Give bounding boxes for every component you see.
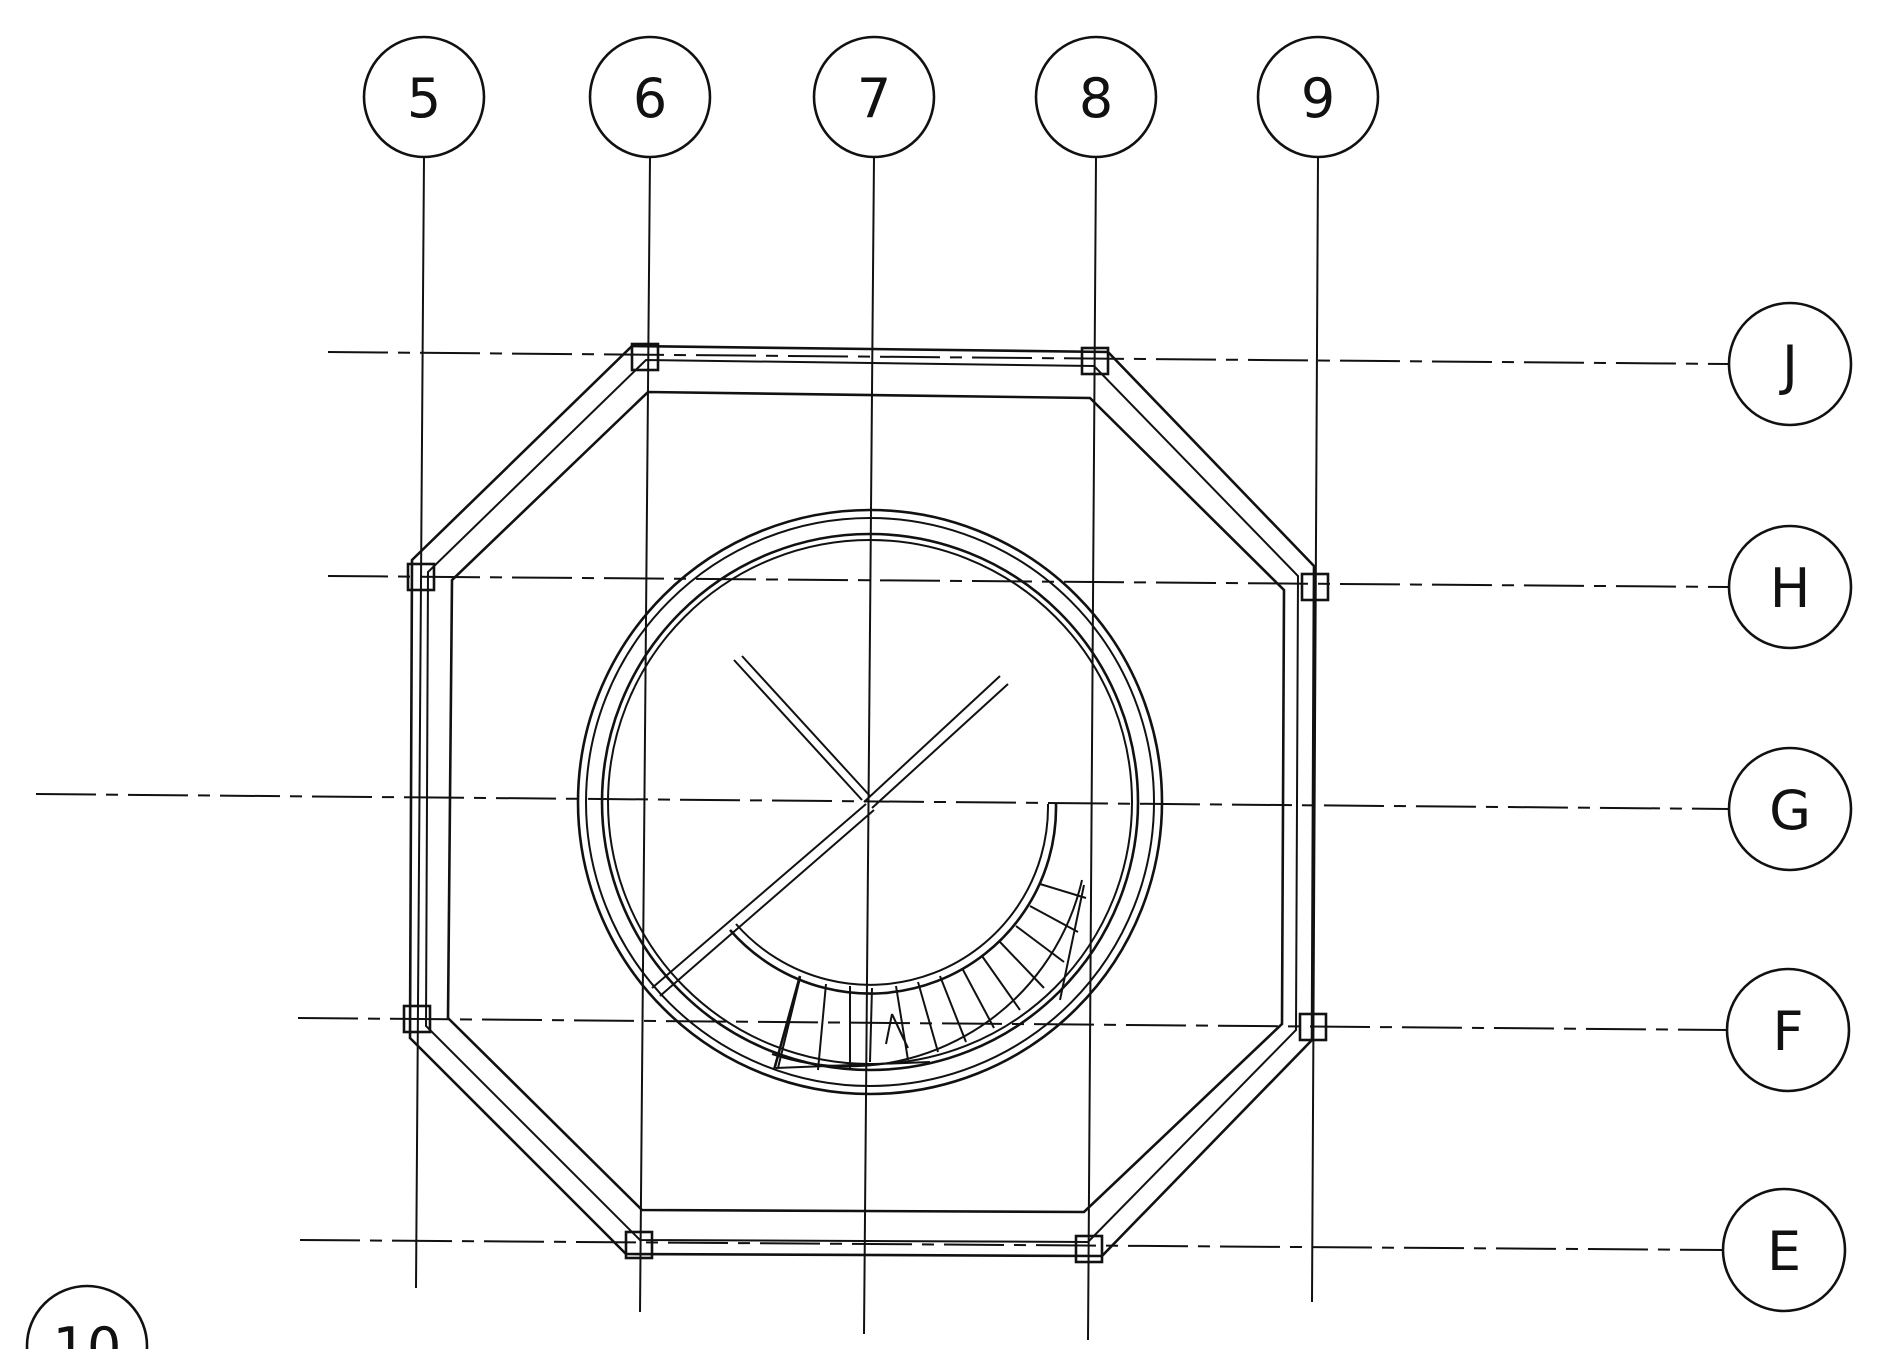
row-label-e: E <box>1767 1220 1801 1283</box>
column-label-7: 7 <box>857 67 891 130</box>
stair-tread <box>1029 905 1079 933</box>
column-bubble-7: 7 <box>812 35 936 159</box>
stair-tread <box>817 983 827 1071</box>
circular-shaft <box>576 508 1164 1096</box>
grid-line-e <box>299 1239 1724 1251</box>
row-bubble-j: J <box>1727 301 1853 427</box>
column-label-8: 8 <box>1079 67 1113 130</box>
column-label-6: 6 <box>633 67 667 130</box>
stair-tread <box>869 987 873 1063</box>
stair-tread <box>1039 883 1087 899</box>
column-label-9: 9 <box>1301 67 1335 130</box>
row-label-g: G <box>1769 779 1811 842</box>
column-bubble-5: 5 <box>362 35 486 159</box>
grid-line-6 <box>639 156 651 1313</box>
column-5-h <box>406 562 436 592</box>
stair-tread <box>999 941 1045 989</box>
octagon-wall <box>408 344 1316 1258</box>
brace-left-upper <box>733 659 863 801</box>
shaft-outer-ring-2 <box>585 517 1155 1087</box>
row-bubble-g: G <box>1727 746 1853 872</box>
brace-left-upper-2 <box>741 655 871 797</box>
stair-inner-arc-2 <box>735 803 1050 986</box>
column-9-h <box>1300 572 1330 602</box>
column-8-e <box>1074 1234 1104 1264</box>
row-label-j: J <box>1779 334 1798 397</box>
brace-right-upper-2 <box>871 683 1009 809</box>
grid-line-f <box>297 1017 1728 1031</box>
column-6-e <box>624 1230 654 1260</box>
column-bubble-9: 9 <box>1256 35 1380 159</box>
column-8-j <box>1080 346 1110 376</box>
stair-landing-edge <box>772 975 802 1071</box>
stair-tread <box>939 975 967 1043</box>
column-bubble-6: 6 <box>588 35 712 159</box>
grid-line-9 <box>1311 156 1319 1303</box>
stair-inner-arc <box>729 803 1058 995</box>
detail-marker-label: 10 <box>53 1316 122 1349</box>
corner-columns <box>402 342 1330 1264</box>
shaft-inner-ring <box>600 532 1140 1072</box>
stair-tread <box>917 981 939 1053</box>
octagon-mid-edge <box>424 358 1300 1244</box>
stair-break-line <box>1059 884 1085 1001</box>
column-6-j <box>630 342 660 372</box>
grid-line-h <box>327 575 1730 588</box>
column-label-5: 5 <box>407 67 441 130</box>
column-bubble-8: 8 <box>1034 35 1158 159</box>
row-label-h: H <box>1770 557 1811 620</box>
stair-direction-arrow <box>885 1013 909 1049</box>
octagon-outer-edge <box>408 344 1316 1258</box>
column-5-f <box>402 1004 432 1034</box>
shaft-outer-ring <box>576 508 1164 1096</box>
spiral-stair <box>729 803 1087 1071</box>
detail-marker-10: 10 <box>25 1284 149 1349</box>
row-bubble-h: H <box>1727 524 1853 650</box>
column-grid-lines <box>415 156 1319 1341</box>
stair-tread <box>1015 925 1065 963</box>
shaft-bracing <box>651 655 1009 997</box>
grid-line-g <box>35 793 1730 810</box>
row-bubble-f: F <box>1725 967 1851 1093</box>
grid-line-7 <box>863 156 875 1335</box>
grid-line-5 <box>415 156 425 1289</box>
row-label-f: F <box>1772 1000 1803 1063</box>
stair-tread <box>981 955 1021 1011</box>
stair-tread <box>961 967 995 1029</box>
row-bubble-e: E <box>1721 1187 1847 1313</box>
grid-line-8 <box>1087 156 1097 1341</box>
octagon-inner-edge <box>446 390 1286 1214</box>
row-grid-lines <box>35 351 1730 1251</box>
column-9-f <box>1298 1012 1328 1042</box>
brace-diagonal-lower-2 <box>659 809 875 997</box>
brace-diagonal-lower <box>651 803 867 989</box>
grid-line-j <box>327 351 1730 365</box>
stair-tread <box>895 985 909 1061</box>
brace-right-upper <box>863 675 1001 803</box>
stair-landing-bottom <box>775 1061 931 1069</box>
